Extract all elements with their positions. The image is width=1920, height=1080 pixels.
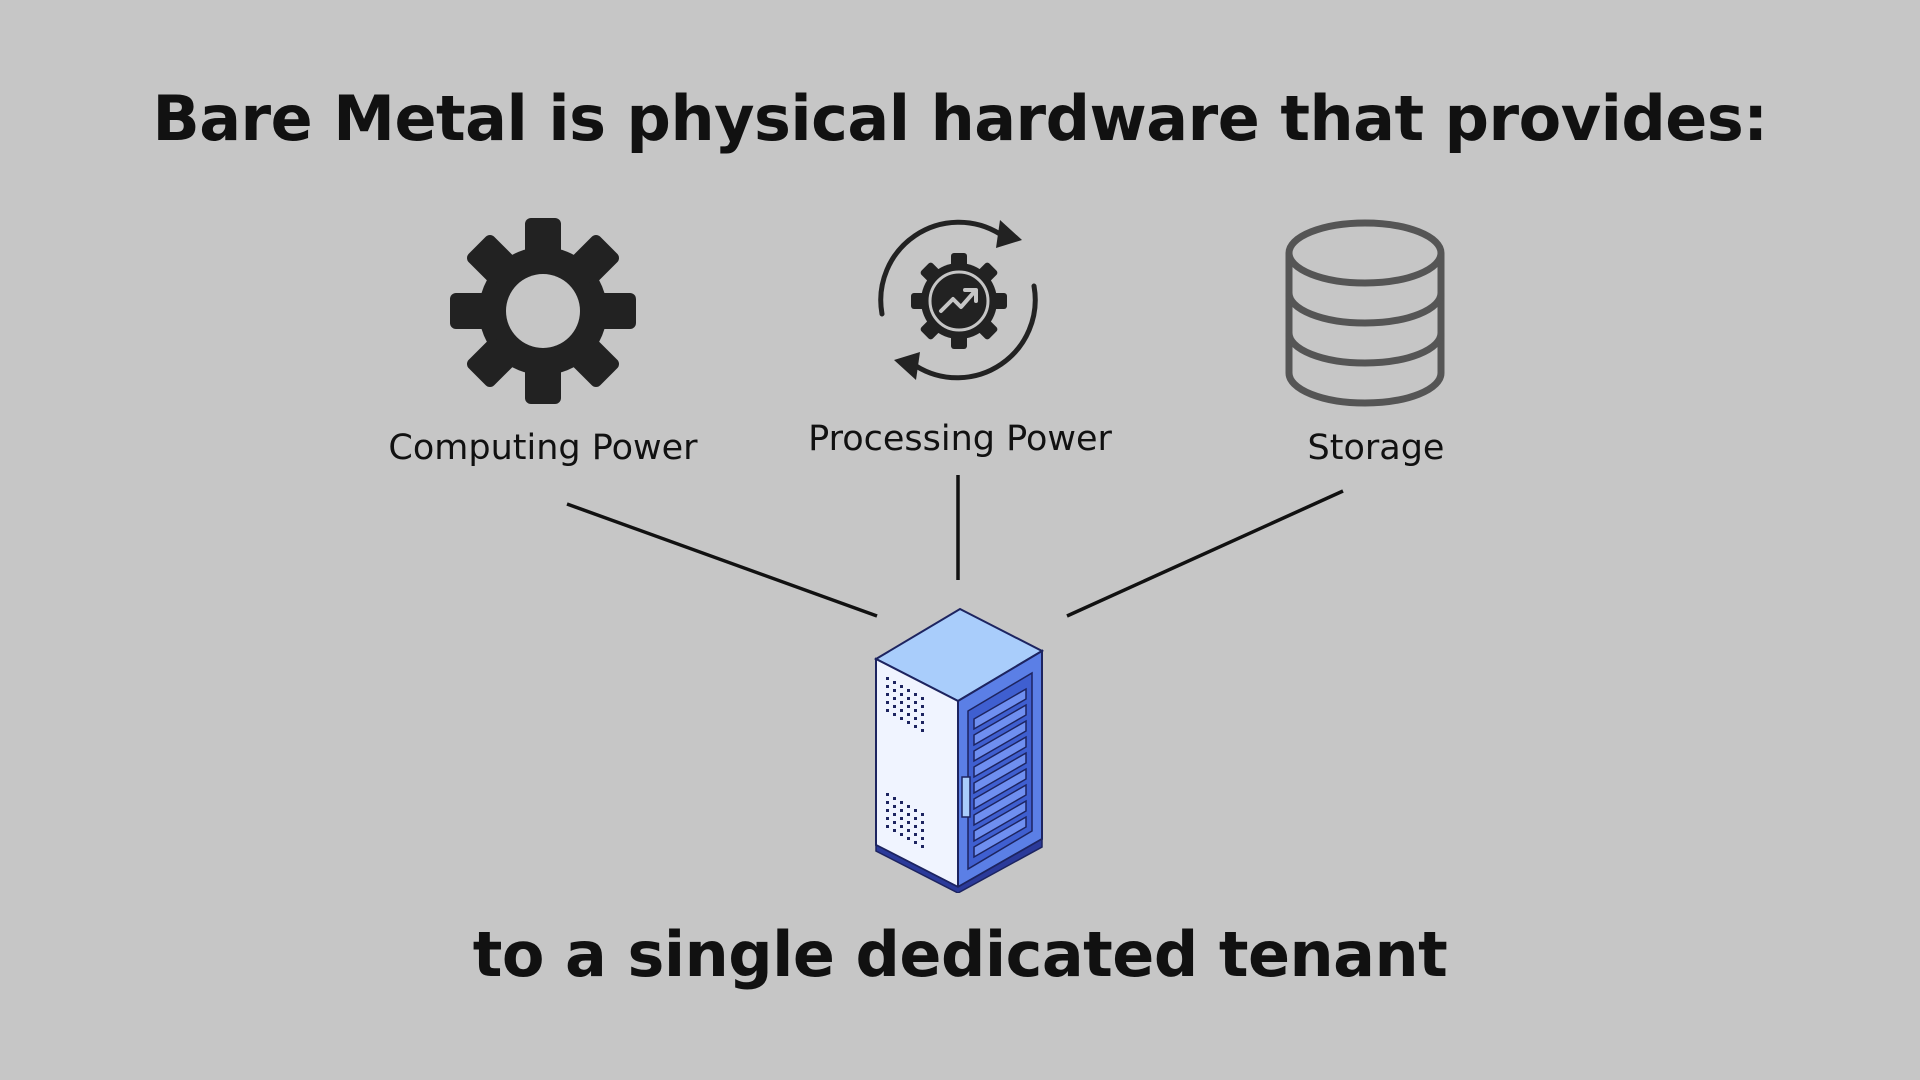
- connector-storage: [1067, 491, 1343, 616]
- footer-tagline: to a single dedicated tenant: [0, 918, 1920, 991]
- server-rack-icon: [874, 607, 1046, 893]
- connector-computing: [567, 504, 877, 616]
